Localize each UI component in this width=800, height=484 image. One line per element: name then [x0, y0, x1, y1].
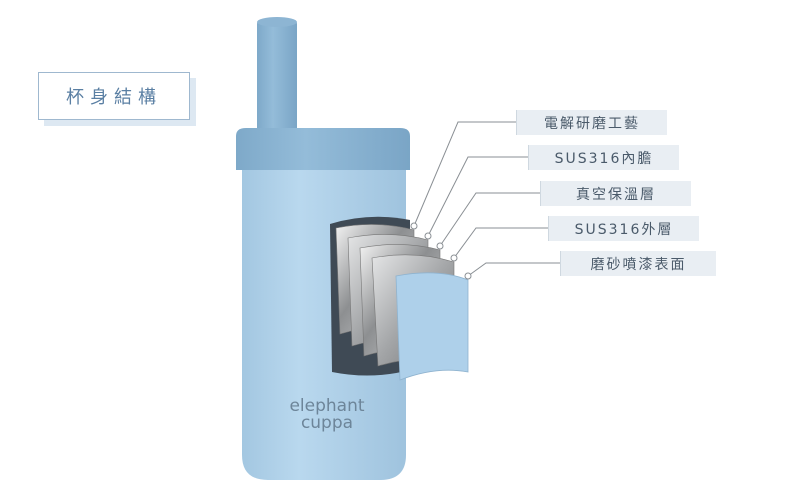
- layer-matte-paint: [395, 272, 469, 381]
- label-sus316-outer: SUS316外層: [548, 216, 699, 241]
- straw-top: [257, 17, 297, 27]
- section-title: 杯身結構: [38, 72, 190, 120]
- leader-dots: [410, 222, 472, 280]
- label-sus316-inner: SUS316內膽: [528, 145, 679, 170]
- label-vacuum-layer: 真空保溫層: [540, 181, 691, 206]
- label-matte-paint: 磨砂噴漆表面: [560, 251, 716, 276]
- cup-lid: [236, 128, 410, 170]
- leader-lines: [413, 121, 560, 277]
- brand-logo: elephant cuppa: [289, 396, 365, 433]
- straw: [257, 20, 297, 132]
- label-electropolished: 電解研磨工藝: [516, 110, 667, 135]
